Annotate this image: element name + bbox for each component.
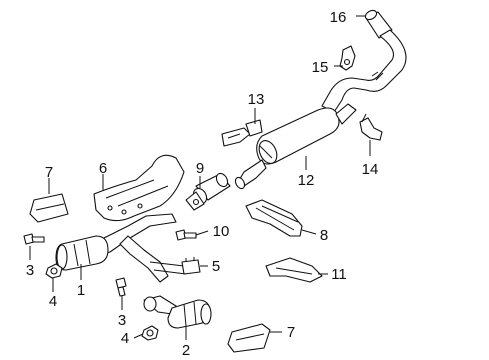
callout-1: 1 <box>77 282 85 299</box>
callout-15: 15 <box>312 59 329 76</box>
callout-7-lower: 7 <box>287 324 295 341</box>
heat-shield-7-upper-part <box>29 193 69 223</box>
callout-12: 12 <box>298 172 315 189</box>
callout-4-lower: 4 <box>121 330 129 347</box>
callout-14: 14 <box>362 161 379 178</box>
clamp-10-part <box>185 172 231 211</box>
callout-16: 16 <box>330 9 347 26</box>
callout-6: 6 <box>99 160 107 177</box>
leader-lines <box>29 15 371 340</box>
callout-7-upper: 7 <box>45 164 53 181</box>
callout-13: 13 <box>248 91 265 108</box>
heat-shield-6-part <box>93 154 185 222</box>
hanger-bracket-15-part <box>339 45 356 71</box>
callout-3-left: 3 <box>26 262 34 279</box>
callout-8: 8 <box>320 227 328 244</box>
hanger-bracket-14-part <box>359 113 383 141</box>
hanger-13-part <box>221 119 263 147</box>
nut-4-lower-part <box>141 325 159 341</box>
callout-4-left: 4 <box>49 293 57 310</box>
callout-11: 10 <box>213 223 230 240</box>
catalytic-converter-2-part <box>143 295 212 329</box>
bolt-11-part <box>175 229 197 241</box>
bracket-5-part <box>181 257 201 275</box>
callout-10: 9 <box>196 160 204 177</box>
heat-shield-9-part <box>265 257 323 283</box>
nut-4-left-part <box>45 263 63 279</box>
callout-2: 2 <box>182 342 190 359</box>
callout-9: 11 <box>331 266 347 283</box>
leader-11 <box>195 230 209 236</box>
callout-5: 5 <box>212 258 220 275</box>
tailpipe-part <box>321 29 407 113</box>
heat-shield-7-lower-part <box>227 323 271 353</box>
catalytic-converter-1-part <box>55 235 109 271</box>
leader-4-lower <box>133 333 144 339</box>
callouts: 16 15 14 13 12 9 6 7 3 4 1 10 5 8 11 3 4… <box>26 9 379 359</box>
bolt-3-left-part <box>23 233 45 245</box>
bolt-3-lower-part <box>115 277 127 297</box>
muffler-part <box>234 103 357 190</box>
exhaust-tip-part <box>364 9 393 39</box>
callout-3-lower: 3 <box>118 312 126 329</box>
leader-8 <box>301 229 317 235</box>
heat-shield-8-part <box>245 199 303 237</box>
